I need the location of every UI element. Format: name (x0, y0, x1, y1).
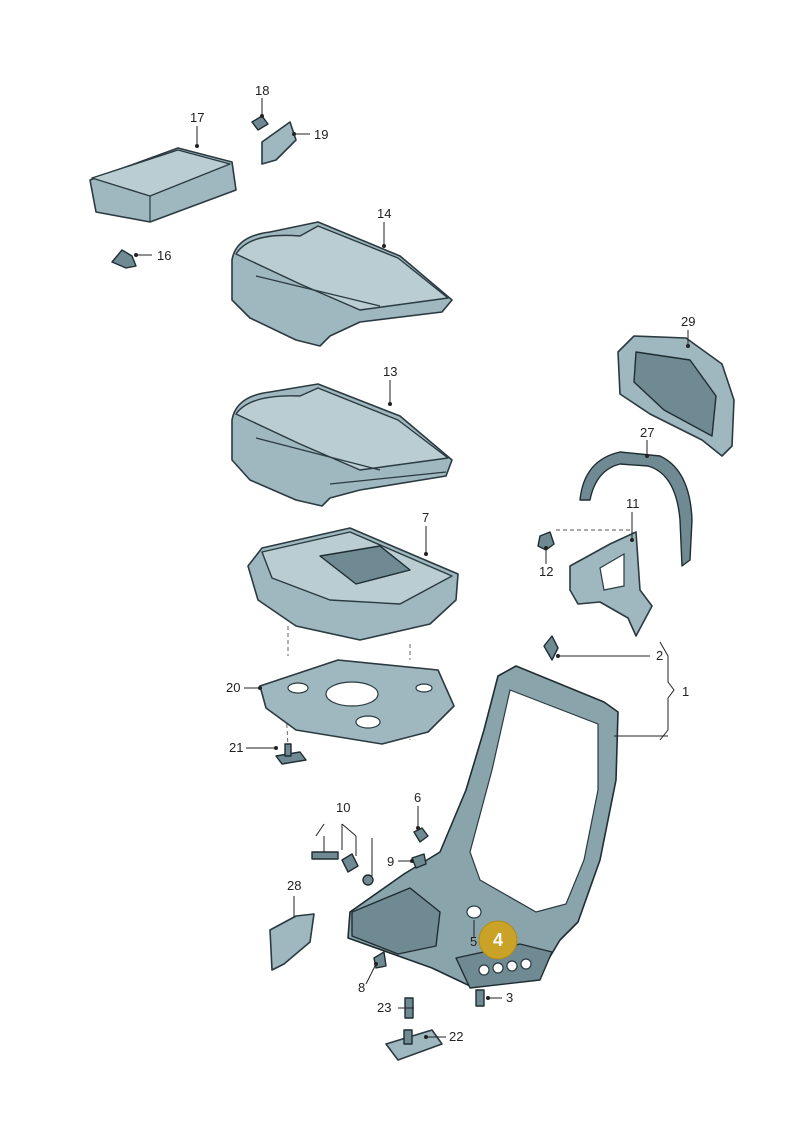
highlight-badge[interactable]: 4 (478, 920, 518, 960)
callout-17: 17 (190, 110, 204, 125)
callout-28: 28 (287, 878, 301, 893)
part-27-trim-strip (579, 451, 693, 567)
callout-13: 13 (383, 364, 397, 379)
part-7-seat-pan (247, 527, 459, 641)
callout-29: 29 (681, 314, 695, 329)
callout-12: 12 (539, 564, 553, 579)
part-20-base-plate (259, 659, 455, 745)
part-29-rear-panel (617, 335, 735, 457)
callout-8: 8 (358, 980, 365, 995)
leader-lines (134, 98, 690, 1039)
part-19-bracket (261, 121, 297, 165)
callout-16: 16 (157, 248, 171, 263)
callout-9: 9 (387, 854, 394, 869)
part-16-clip (111, 249, 137, 269)
part-6-nut (413, 827, 429, 843)
callout-2: 2 (656, 648, 663, 663)
callout-27: 27 (640, 425, 654, 440)
callout-7: 7 (422, 510, 429, 525)
callout-6: 6 (414, 790, 421, 805)
part-9-bolt (411, 853, 427, 869)
callout-21: 21 (229, 740, 243, 755)
part-17-cushion (89, 147, 237, 223)
callout-22: 22 (449, 1029, 463, 1044)
part-14-cushion-cover (231, 221, 453, 347)
part-2-cap (543, 635, 559, 661)
part-13-cushion-foam (231, 383, 453, 507)
callout-3: 3 (506, 990, 513, 1005)
callout-10: 10 (336, 800, 350, 815)
callout-19: 19 (314, 127, 328, 142)
part-10-bolt-set (311, 851, 374, 886)
part-1-backrest-frame (347, 665, 619, 989)
part-5-washer (466, 905, 482, 919)
part-11-bracket (569, 531, 653, 637)
callout-11: 11 (626, 496, 640, 511)
part-21-fastener (275, 743, 307, 765)
part-18-nut (251, 115, 269, 131)
part-22-plate (385, 1029, 443, 1061)
callout-20: 20 (226, 680, 240, 695)
callout-23: 23 (377, 1000, 391, 1015)
part-12-nut (537, 531, 555, 551)
callout-1: 1 (682, 684, 689, 699)
callout-5: 5 (470, 934, 477, 949)
callout-14: 14 (377, 206, 391, 221)
highlight-badge-label: 4 (493, 930, 503, 950)
callout-18: 18 (255, 83, 269, 98)
part-28-cover (269, 913, 315, 971)
part-3-bolt (475, 989, 485, 1007)
